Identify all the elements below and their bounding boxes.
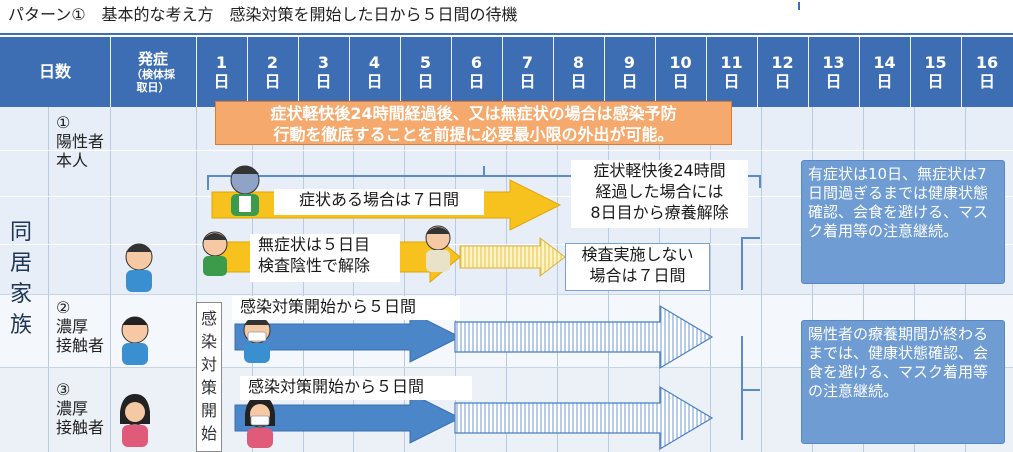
grid-line <box>455 107 456 452</box>
header-days-label: 日数 <box>38 62 71 81</box>
grid-line <box>506 107 507 452</box>
header-onset: 発症 （検体採 取日） <box>131 50 175 94</box>
header-separator <box>400 37 401 107</box>
header-separator <box>553 37 554 107</box>
grid-line <box>710 107 711 452</box>
header-separator <box>859 37 860 107</box>
grid-line <box>404 107 405 452</box>
infection-control-start-label: 感 染 対 策 開 始 <box>196 302 222 452</box>
row-label-patient: ① 陽性者 本人 <box>56 113 105 170</box>
header-separator <box>349 37 350 107</box>
grid-line <box>196 107 197 452</box>
person-figure <box>125 243 153 292</box>
row-divider <box>0 294 1013 295</box>
person-figure <box>202 231 228 276</box>
contact-arrow-hatched <box>454 304 714 370</box>
title-underline-tab <box>798 2 800 10</box>
header-separator <box>961 37 962 107</box>
diagram-title: パターン① 基本的な考え方 感染対策を開始した日から５日間の待機 <box>8 5 518 24</box>
person-figure <box>121 316 149 365</box>
grid-line <box>110 107 111 452</box>
orange-note: 症状軽快後24時間経過後、又は無症状の場合は感染予防 行動を徹底することを前提に… <box>215 101 732 145</box>
header-separator <box>502 37 503 107</box>
symptomatic-7-days-box: 症状ある場合は７日間 <box>274 189 484 215</box>
header-separator <box>451 37 452 107</box>
person-figure-masked <box>245 396 275 448</box>
header-separator <box>655 37 656 107</box>
row-divider <box>0 367 1013 368</box>
header-separator <box>604 37 605 107</box>
contact-arrow-hatched <box>454 385 714 451</box>
row-label-contact-2: ② 濃厚 接触者 <box>56 298 105 355</box>
person-figure <box>120 394 150 447</box>
person-figure <box>425 225 451 272</box>
bracket <box>741 237 760 290</box>
blue-note-contacts: 陽性者の療養期間が終わるまでは、健康状態確認、会食を避ける、マスク着用等の注意継… <box>801 320 1005 444</box>
blue-note-patient: 有症状は10日、無症状は7日間過ぎるまでは健康状態確認、会食を避ける、マスク着用… <box>801 160 1005 284</box>
grid-line <box>0 150 1013 151</box>
header-separator <box>706 37 707 107</box>
bracket <box>741 336 760 440</box>
contact-start-label: 感染対策開始から５日間 <box>240 376 472 400</box>
header-separator <box>757 37 758 107</box>
person-figure-sick <box>230 165 260 216</box>
release-box: 症状軽快後24時間 経過した場合には 8日目から療養解除 <box>571 160 748 228</box>
grid-line <box>0 244 1013 245</box>
header-separator <box>298 37 299 107</box>
header-separator <box>808 37 809 107</box>
no-test-arrow <box>459 236 566 278</box>
row-label-contact-3: ③ 濃厚 接触者 <box>56 380 105 437</box>
asymptomatic-box: 無症状は５日目 検査陰性で解除 <box>250 234 400 282</box>
grid-line <box>557 107 558 452</box>
cohabiting-family-label: 同 居 家 族 <box>10 220 33 338</box>
grid-line <box>48 107 49 452</box>
header-separator <box>247 37 248 107</box>
grid-line <box>761 107 762 452</box>
contact-start-label: 感染対策開始から５日間 <box>232 296 460 320</box>
header-separator <box>910 37 911 107</box>
no-test-box: 検査実施しない 場合は７日間 <box>565 243 710 291</box>
person-figure-masked <box>243 316 271 363</box>
title-underline <box>0 33 1013 35</box>
